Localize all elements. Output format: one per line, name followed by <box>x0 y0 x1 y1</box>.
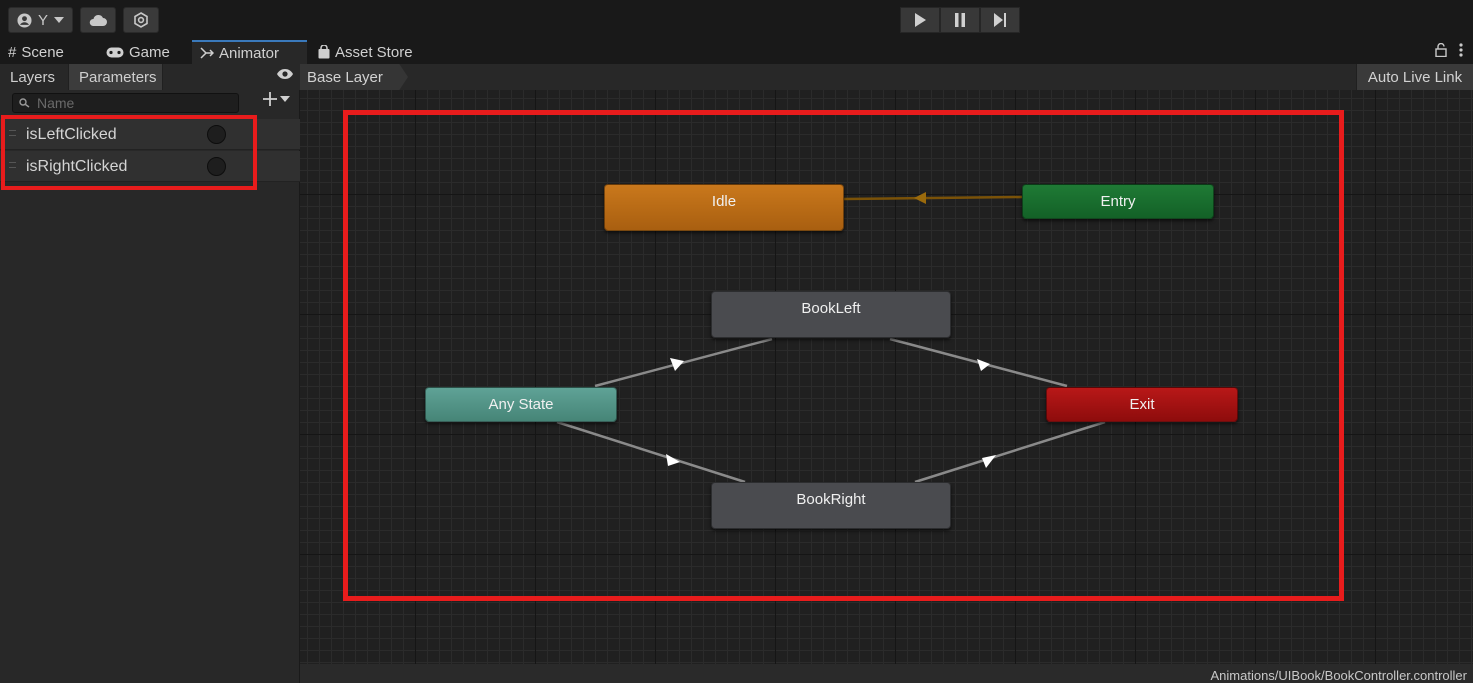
parameter-name[interactable]: isRightClicked <box>26 158 128 175</box>
state-exit[interactable]: Exit <box>1046 387 1238 422</box>
lock-icon[interactable] <box>1435 43 1447 57</box>
transition-entry-idle[interactable] <box>843 195 1023 201</box>
state-bookright[interactable]: BookRight <box>711 482 951 529</box>
state-label: Exit <box>1129 396 1155 413</box>
search-input[interactable] <box>37 95 227 111</box>
pause-button[interactable] <box>940 7 980 33</box>
animator-left-panel: Layers Parameters isLeftClicked isRightC… <box>0 64 300 683</box>
drag-handle-icon[interactable] <box>9 130 16 136</box>
eye-icon[interactable] <box>276 68 294 80</box>
step-icon <box>994 13 1006 27</box>
state-label: Entry <box>1100 193 1136 210</box>
graph-header: Base Layer Auto Live Link <box>300 64 1473 90</box>
trigger-toggle[interactable] <box>207 125 226 144</box>
account-icon <box>17 12 32 28</box>
account-dropdown[interactable]: Y <box>8 7 73 33</box>
state-idle[interactable]: Idle <box>604 184 844 231</box>
tab-label: Asset Store <box>335 43 413 61</box>
arrow-icon <box>914 192 926 204</box>
tab-label: Animator <box>219 44 280 62</box>
tab-bar-actions <box>1435 43 1463 57</box>
transition-links <box>556 192 1106 484</box>
arrow-icon <box>666 454 680 466</box>
step-button[interactable] <box>980 7 1020 33</box>
bag-icon <box>318 45 330 59</box>
state-label: BookLeft <box>801 300 861 317</box>
cloud-button[interactable] <box>80 7 116 33</box>
pause-icon <box>955 13 965 27</box>
collab-button[interactable] <box>123 7 159 33</box>
add-parameter-button[interactable] <box>262 91 290 107</box>
tab-animator[interactable]: Animator <box>192 40 307 64</box>
state-any-state[interactable]: Any State <box>425 387 617 422</box>
status-bar: Animations/UIBook/BookController.control… <box>300 664 1473 683</box>
tab-layers[interactable]: Layers <box>10 68 56 86</box>
state-label: Idle <box>711 193 737 210</box>
tab-asset-store[interactable]: Asset Store <box>310 40 430 64</box>
dropdown-caret-icon <box>280 96 290 102</box>
state-bookleft[interactable]: BookLeft <box>711 291 951 338</box>
plus-icon <box>263 92 277 106</box>
tab-parameters[interactable]: Parameters <box>68 64 163 90</box>
collab-icon <box>134 12 148 28</box>
play-button[interactable] <box>900 7 940 33</box>
state-label: Any State <box>488 396 554 413</box>
tab-game[interactable]: Game <box>98 40 191 64</box>
tab-label: Scene <box>21 43 64 61</box>
state-label: BookRight <box>796 491 866 508</box>
parameter-name[interactable]: isLeftClicked <box>26 126 117 143</box>
gamepad-icon <box>106 47 124 57</box>
main-toolbar: Y <box>0 0 1473 40</box>
arrow-icon <box>982 455 996 468</box>
tab-scene[interactable]: # Scene <box>0 40 98 64</box>
parameter-row[interactable]: isLeftClicked <box>0 119 300 150</box>
arrow-icon <box>977 359 990 371</box>
parameter-search-field[interactable] <box>12 93 239 113</box>
transition-bookright-exit[interactable] <box>914 420 1106 484</box>
auto-live-link-button[interactable]: Auto Live Link <box>1356 64 1473 90</box>
dropdown-caret-icon <box>54 17 64 23</box>
animator-graph[interactable]: Base Layer Auto Live Link Idle Entry Boo… <box>300 64 1473 664</box>
animator-icon <box>200 47 214 59</box>
grid-icon: # <box>8 43 17 61</box>
left-panel-tabs: Layers Parameters <box>0 64 300 90</box>
tab-label: Game <box>129 43 170 61</box>
editor-tab-bar: # Scene Game Animator Asset Store <box>0 40 1473 64</box>
drag-handle-icon[interactable] <box>9 162 16 168</box>
play-icon <box>915 13 926 27</box>
trigger-toggle[interactable] <box>207 157 226 176</box>
state-entry[interactable]: Entry <box>1022 184 1214 219</box>
kebab-menu-icon[interactable] <box>1459 43 1463 57</box>
transition-anystate-bookleft[interactable] <box>594 337 773 388</box>
controller-path: Animations/UIBook/BookController.control… <box>1210 668 1467 683</box>
breadcrumb-base-layer[interactable]: Base Layer <box>300 64 408 90</box>
cloud-icon <box>89 14 107 26</box>
arrow-icon <box>670 358 684 371</box>
search-icon <box>19 98 30 108</box>
account-label: Y <box>37 11 48 29</box>
parameter-row[interactable]: isRightClicked <box>0 151 300 182</box>
transition-anystate-bookright[interactable] <box>556 420 746 484</box>
playback-controls <box>900 7 1020 33</box>
